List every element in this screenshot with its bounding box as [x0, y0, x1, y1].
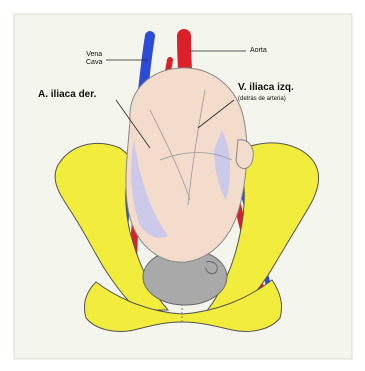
- a-iliaca-der-label: A. iliaca der.: [38, 90, 96, 100]
- aorta-label: Aorta: [250, 47, 267, 54]
- vena-cava-label: Vena Cava: [86, 51, 102, 66]
- v-iliaca-izq-label: V. iliaca izq.: [238, 83, 294, 93]
- v-iliaca-izq-note: (detrás de arteria): [238, 96, 286, 102]
